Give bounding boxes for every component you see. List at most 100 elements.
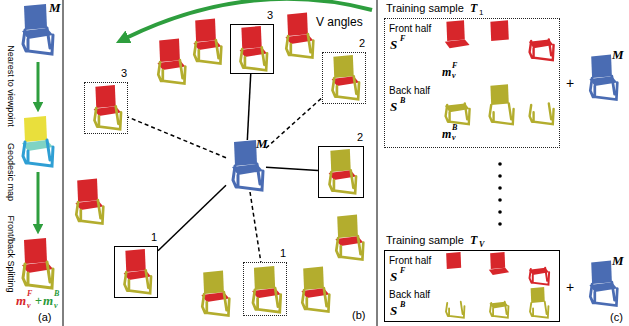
figure-label: Front half — [389, 24, 431, 34]
figure-label: m — [43, 294, 53, 307]
connector — [128, 117, 226, 158]
chair — [201, 271, 229, 316]
separator — [377, 0, 378, 326]
chair-part — [445, 84, 470, 124]
connector — [247, 74, 250, 140]
callout-number: 3 — [267, 10, 273, 21]
chair — [240, 26, 267, 70]
chair — [285, 13, 313, 58]
connector — [250, 192, 261, 262]
callout-number: 2 — [357, 132, 363, 143]
chair-part — [445, 20, 470, 60]
figure-label: T — [470, 2, 477, 14]
figure-label: B — [54, 290, 59, 298]
chair-part — [529, 287, 548, 318]
connector — [266, 167, 318, 170]
figure-label: S — [390, 304, 397, 317]
figure-label: B — [400, 301, 405, 309]
chair — [332, 55, 359, 99]
callout-number: M — [256, 137, 268, 150]
ellipsis-dot — [498, 222, 502, 226]
figure-label: M — [612, 254, 624, 267]
figure-label: B — [452, 124, 457, 132]
figure-label: F — [400, 35, 405, 43]
step-label: Nearest to viewpoint — [6, 45, 15, 127]
figure-label: v — [27, 302, 31, 310]
chair — [94, 85, 121, 129]
chair — [193, 19, 221, 64]
figure-label: v — [452, 72, 456, 80]
ellipsis-dot — [498, 162, 502, 166]
chair-part — [489, 287, 508, 318]
figure-label: Front half — [389, 256, 431, 266]
callout-number: 2 — [359, 38, 365, 49]
figure-label: F — [400, 267, 405, 275]
green-arrow — [37, 62, 40, 104]
callout-number: 3 — [121, 68, 127, 79]
chair — [301, 267, 329, 312]
figure-label: S — [390, 38, 397, 51]
step-label: Geodesic map — [6, 143, 15, 201]
step-label: Front/back Splitting — [6, 215, 15, 292]
view-box: 2 — [322, 52, 366, 104]
figure-label: M — [49, 1, 61, 14]
sample-heading: Training sample — [386, 3, 464, 14]
figure-label: (a) — [38, 312, 51, 323]
figure-label: + — [35, 295, 42, 307]
figure-label: (b) — [352, 310, 365, 321]
chair-part — [529, 252, 549, 285]
figure-label: M — [612, 48, 624, 61]
figure-label: S — [390, 270, 397, 283]
callout-number: 1 — [280, 248, 286, 259]
view-box: 2 — [318, 146, 364, 198]
chair-part — [489, 84, 514, 124]
chair — [335, 215, 363, 260]
chair-part — [445, 252, 465, 285]
figure-label: m — [16, 294, 26, 307]
figure-label: Back half — [389, 86, 430, 96]
separator — [63, 0, 64, 326]
chair-part — [489, 252, 509, 285]
chair-part — [489, 20, 514, 60]
figure-label: v — [54, 302, 58, 310]
ellipsis-dot — [498, 210, 502, 214]
chair-part — [445, 287, 464, 318]
view-box: 3 — [230, 24, 274, 74]
connector — [158, 185, 226, 251]
chair — [589, 261, 617, 306]
figure-label: F — [452, 62, 457, 70]
sample-box: Training sample — [384, 18, 560, 148]
figure-label: (c) — [610, 312, 623, 323]
green-arrow — [37, 172, 40, 226]
figure-label: v — [452, 134, 456, 142]
figure-label: + — [566, 280, 574, 294]
figure-label: B — [400, 97, 405, 105]
chair — [124, 249, 151, 293]
view-box: 3 — [84, 82, 128, 134]
figure-label: m — [442, 128, 451, 140]
connector — [266, 98, 322, 148]
ellipsis-dot — [498, 174, 502, 178]
figure-label: m — [442, 66, 451, 78]
figure-label: V angles — [316, 16, 363, 28]
ellipsis-dot — [498, 198, 502, 202]
chair — [157, 39, 185, 84]
chair — [22, 238, 53, 288]
chair — [22, 116, 53, 166]
chair — [22, 4, 53, 54]
view-box: 1 — [114, 246, 158, 298]
figure-label: T — [470, 234, 477, 246]
view-box: 1 — [243, 262, 287, 316]
chair-node: M — [226, 140, 266, 192]
figure-label: Back half — [389, 290, 430, 300]
figure-label: F — [27, 290, 32, 298]
ellipsis-dot — [498, 186, 502, 190]
sample-heading: Training sample — [386, 235, 464, 246]
chair-part — [529, 84, 554, 124]
callout-number: 1 — [151, 232, 157, 243]
chair — [252, 266, 281, 312]
chair-part — [529, 20, 554, 60]
